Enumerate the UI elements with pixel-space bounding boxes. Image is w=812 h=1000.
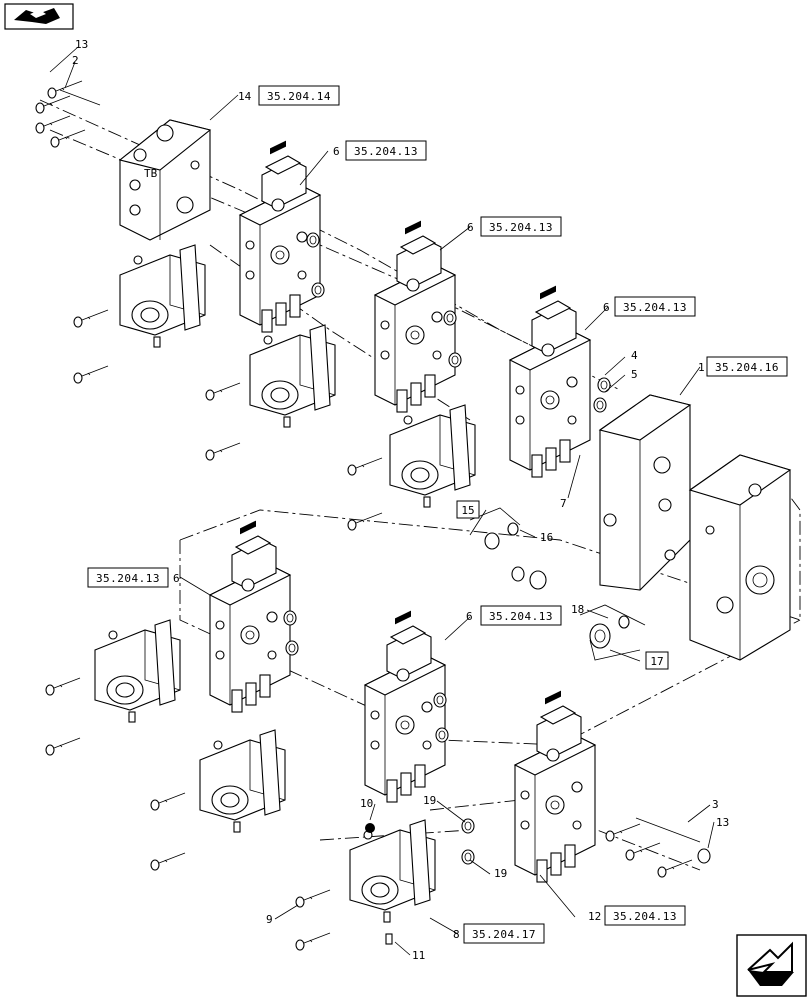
svg-text:9: 9 <box>266 913 273 926</box>
spool-cover <box>199 729 286 833</box>
svg-text:8: 8 <box>453 928 460 941</box>
valve-section <box>209 520 291 713</box>
valve-section <box>374 220 456 413</box>
plug-10 <box>365 823 375 833</box>
svg-text:35.204.13: 35.204.13 <box>623 301 687 314</box>
svg-text:17: 17 <box>650 655 663 668</box>
spool-cover <box>249 324 336 428</box>
svg-text:13: 13 <box>716 816 729 829</box>
svg-text:16: 16 <box>540 531 553 544</box>
svg-text:6: 6 <box>333 145 340 158</box>
svg-text:35.204.13: 35.204.13 <box>489 610 553 623</box>
svg-text:35.204.14: 35.204.14 <box>267 90 331 103</box>
svg-text:2: 2 <box>72 54 79 67</box>
ref-box[interactable]: 35.204.13 <box>604 905 686 926</box>
valve-section <box>364 610 446 803</box>
tie-rod-bolts <box>35 80 101 148</box>
spool-cover <box>349 819 436 923</box>
ref-box[interactable]: 35.204.16 <box>706 356 788 377</box>
valve-section <box>514 690 596 883</box>
next-page-icon[interactable] <box>736 934 807 997</box>
item-box-15: 15 <box>456 500 480 519</box>
spool-cover <box>119 244 206 348</box>
plug-18 <box>579 604 646 661</box>
ref-box[interactable]: 35.204.14 <box>258 85 340 106</box>
ref-box[interactable]: 35.204.13 <box>480 605 562 626</box>
ref-box[interactable]: 35.204.17 <box>463 923 545 944</box>
svg-text:5: 5 <box>631 368 638 381</box>
svg-text:35.204.16: 35.204.16 <box>715 361 779 374</box>
ref-box[interactable]: 35.204.13 <box>480 216 562 237</box>
callout-leaders <box>49 46 715 956</box>
valve-section <box>509 285 591 478</box>
svg-text:6: 6 <box>173 572 180 585</box>
svg-text:18: 18 <box>571 603 584 616</box>
spool-cover <box>389 404 476 508</box>
plug-16 <box>469 507 521 550</box>
back-page-icon[interactable] <box>4 3 74 30</box>
svg-text:6: 6 <box>603 301 610 314</box>
tie-rod-end <box>605 817 711 878</box>
svg-text:1: 1 <box>698 361 705 374</box>
ref-box[interactable]: 35.204.13 <box>345 140 427 161</box>
item-box-17: 17 <box>645 651 669 670</box>
svg-text:14: 14 <box>238 90 252 103</box>
svg-text:35.204.13: 35.204.13 <box>613 910 677 923</box>
svg-text:7: 7 <box>560 497 567 510</box>
outlet-section <box>598 394 792 661</box>
svg-text:35.204.13: 35.204.13 <box>354 145 418 158</box>
inlet-section: TB <box>118 119 212 241</box>
svg-text:19: 19 <box>494 867 507 880</box>
svg-text:10: 10 <box>360 797 373 810</box>
plug-pair <box>511 566 547 590</box>
svg-text:13: 13 <box>75 38 88 51</box>
svg-text:TB: TB <box>144 167 158 180</box>
svg-text:35.204.13: 35.204.13 <box>489 221 553 234</box>
svg-text:35.204.13: 35.204.13 <box>96 572 160 585</box>
svg-text:6: 6 <box>466 610 473 623</box>
callout-numbers: 13 2 14 6 6 6 4 5 1 7 16 6 6 18 10 19 19… <box>72 38 729 962</box>
ref-box[interactable]: 35.204.13 <box>87 567 169 588</box>
fitting-11 <box>385 933 393 945</box>
svg-text:35.204.17: 35.204.17 <box>472 928 536 941</box>
ref-box[interactable]: 35.204.13 <box>614 296 696 317</box>
spool-cover <box>94 619 181 723</box>
svg-text:6: 6 <box>467 221 474 234</box>
svg-text:19: 19 <box>423 794 436 807</box>
svg-text:11: 11 <box>412 949 425 962</box>
svg-text:4: 4 <box>631 349 638 362</box>
svg-text:15: 15 <box>461 504 474 517</box>
svg-text:12: 12 <box>588 910 601 923</box>
svg-text:3: 3 <box>712 798 719 811</box>
